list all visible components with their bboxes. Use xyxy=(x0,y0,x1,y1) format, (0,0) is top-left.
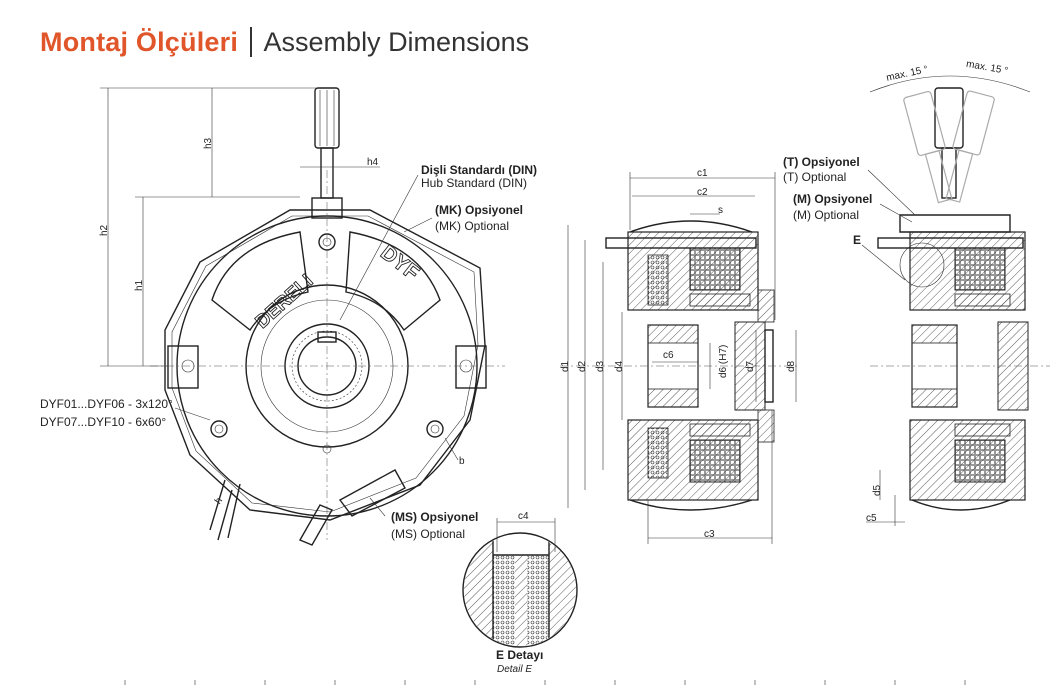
bolt-hole-right xyxy=(426,420,444,438)
micro-switch xyxy=(298,469,406,546)
dim-h: h xyxy=(213,496,225,507)
label-m-en: (M) Optional xyxy=(793,208,859,222)
dim-d8: d8 xyxy=(786,360,797,372)
dim-d7: d7 xyxy=(745,360,756,372)
label-ms-tr: (MS) Opsiyonel xyxy=(391,510,478,524)
dim-b: b xyxy=(459,456,465,467)
dim-c5: c5 xyxy=(866,513,877,524)
bolt-hole-left xyxy=(210,420,228,438)
leader-ms xyxy=(369,497,386,517)
section-view: c1 c2 s c3 c6 d1 d2 d3 d4 d6 (H7) d7 d8 xyxy=(560,168,800,544)
brand-plate-right xyxy=(345,231,441,332)
brand-plate-left xyxy=(211,231,309,332)
title-english: Assembly Dimensions xyxy=(263,26,530,57)
title-turkish: Montaj Ölçüleri xyxy=(40,26,239,57)
label-t-en: (T) Optional xyxy=(783,170,846,184)
dim-d3: d3 xyxy=(595,360,606,372)
label-detail-en: Detail E xyxy=(497,664,532,675)
dim-h1: h1 xyxy=(134,279,145,291)
dim-h4: h4 xyxy=(367,157,379,168)
front-view: DERELI DYF h2 h1 h3 xyxy=(99,87,505,546)
dim-c1: c1 xyxy=(697,168,708,179)
bottom-ticks xyxy=(124,680,966,685)
label-detail-tr: E Detayı xyxy=(496,648,543,662)
label-m-tr: (M) Opsiyonel xyxy=(793,192,872,206)
side-lug-left xyxy=(167,345,199,389)
label-bolts-2: DYF07...DYF10 - 6x60° xyxy=(40,415,166,429)
dim-c3: c3 xyxy=(704,529,715,540)
dim-s: s xyxy=(718,205,723,216)
leader-mk xyxy=(403,217,433,233)
housing-inner-outline xyxy=(171,215,479,513)
label-max-left: max. 15 ° xyxy=(885,64,929,84)
dim-d2: d2 xyxy=(577,360,588,372)
brand-text-left: DERELI xyxy=(252,271,318,333)
leader-bolts xyxy=(174,407,211,421)
detail-e: c4 E Detayı Detail E xyxy=(462,511,578,675)
section-view-lever: max. 15 ° max. 15 ° d5 c5 E xyxy=(853,59,1050,526)
side-lug-right xyxy=(455,345,487,389)
dim-d5: d5 xyxy=(872,484,883,496)
page-header: Montaj Ölçüleri Assembly Dimensions xyxy=(40,22,529,62)
dim-c2: c2 xyxy=(697,187,708,198)
label-ms-en: (MS) Optional xyxy=(391,527,465,541)
dim-h2: h2 xyxy=(99,224,110,236)
dim-d6: d6 (H7) xyxy=(718,345,729,378)
cable-exit xyxy=(209,479,241,541)
label-e-marker: E xyxy=(853,233,861,247)
label-hub-standard-en: Hub Standard (DIN) xyxy=(421,176,527,190)
label-hub-standard-tr: Dişli Standardı (DIN) xyxy=(421,163,537,177)
label-t-tr: (T) Opsiyonel xyxy=(783,155,860,169)
label-mk-tr: (MK) Opsiyonel xyxy=(435,203,523,217)
dim-d1: d1 xyxy=(560,360,571,372)
dim-d4: d4 xyxy=(614,360,625,372)
label-bolts-1: DYF01...DYF06 - 3x120° xyxy=(40,397,173,411)
label-mk-en: (MK) Optional xyxy=(435,219,509,233)
label-max-right: max. 15 ° xyxy=(965,59,1009,77)
housing-outline xyxy=(164,209,486,521)
brand-text-right: DYF xyxy=(376,241,423,285)
dim-c6: c6 xyxy=(663,350,674,361)
leader-hub xyxy=(339,174,419,321)
dim-h3: h3 xyxy=(203,137,214,149)
dim-c4: c4 xyxy=(518,511,529,522)
title-separator xyxy=(250,27,252,57)
